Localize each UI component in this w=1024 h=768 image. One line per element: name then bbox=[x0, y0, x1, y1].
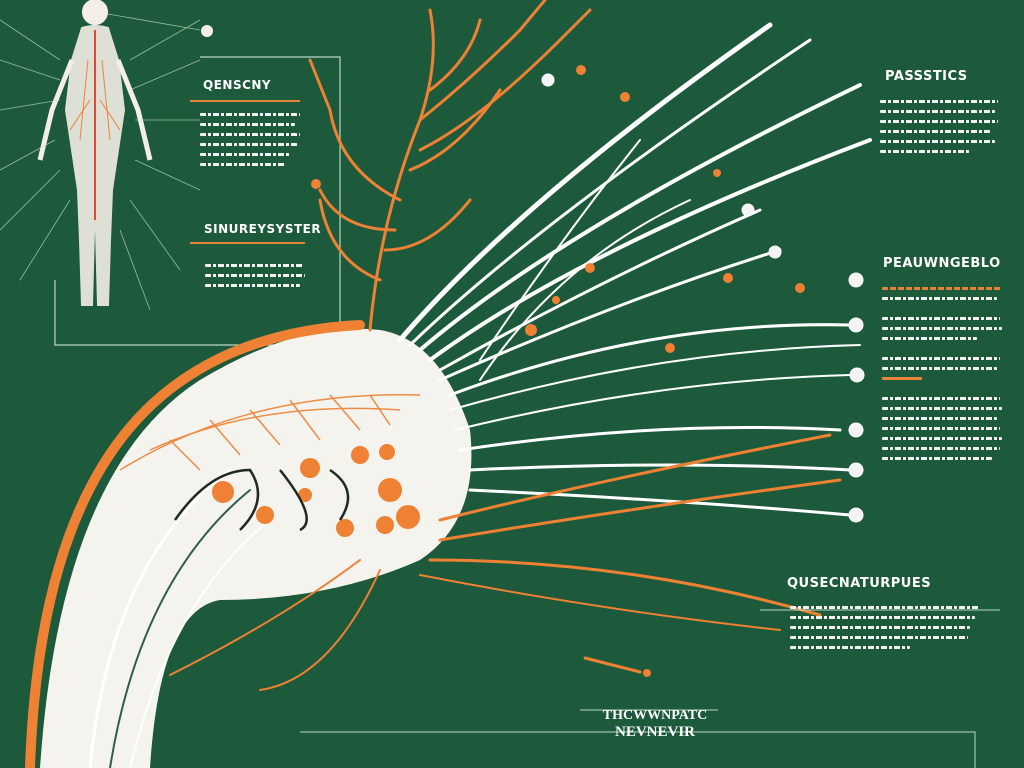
ganglion-cluster bbox=[173, 444, 420, 537]
human-body-figure-icon bbox=[37, 0, 153, 306]
label-text-block bbox=[790, 606, 980, 656]
label-text-block bbox=[205, 264, 305, 294]
bottom-title: THCWWNPATC NEVNEVIR bbox=[590, 708, 720, 741]
label-text-block bbox=[882, 287, 1002, 467]
label-mid-left: SINUREYSYSTER bbox=[204, 222, 322, 236]
label-underline bbox=[190, 242, 305, 244]
node-circle-icon bbox=[201, 25, 213, 37]
label-text-block bbox=[200, 113, 300, 173]
label-underline bbox=[190, 100, 300, 102]
orange-branch-tree bbox=[308, 0, 592, 332]
label-top-right: PASSSTICS bbox=[885, 69, 968, 84]
label-lower-right: QUSECNATURPUES bbox=[787, 576, 932, 591]
white-nerve-fibers bbox=[397, 22, 872, 517]
node-circle-icon bbox=[541, 73, 865, 523]
label-mid-right: PEAUWNGEBLO bbox=[883, 256, 1001, 271]
label-top-left: QENSCNY bbox=[203, 78, 272, 92]
nerve-trunk bbox=[25, 320, 472, 768]
vein-texture bbox=[119, 393, 421, 471]
bottom-title-line1: THCWWNPATC bbox=[602, 708, 708, 723]
orange-nerve-fibers bbox=[169, 433, 842, 691]
fiber-dots bbox=[311, 65, 805, 677]
leader-lines bbox=[300, 609, 1000, 768]
body-nerve-lines bbox=[0, 13, 201, 311]
label-text-block bbox=[880, 100, 998, 160]
bottom-title-line2: NEVNEVIR bbox=[614, 724, 695, 740]
